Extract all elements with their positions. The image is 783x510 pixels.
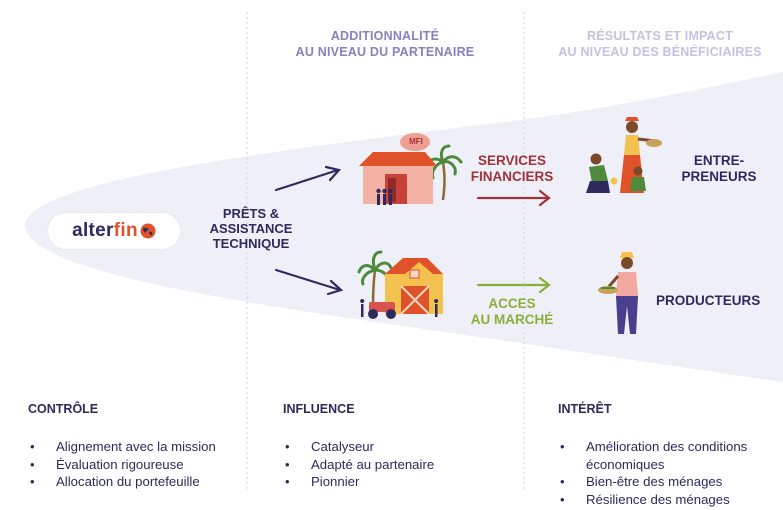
producer-illustration (598, 252, 638, 334)
services-line2: FINANCIERS (470, 169, 554, 184)
cooperative-barn-illustration (357, 250, 443, 319)
logo-text-fin: fin (113, 220, 138, 241)
market-line2: AU MARCHÉ (470, 312, 554, 327)
market-line1: ACCES (488, 296, 536, 311)
partner-title-line1: ADDITIONNALITÉ (330, 29, 440, 43)
list-item: Catalyseur (283, 438, 503, 456)
loans-assistance-label: PRÊTS & ASSISTANCE TECHNIQUE (196, 206, 306, 251)
mfi-building-illustration (359, 133, 463, 205)
mfi-label: MFI (409, 137, 423, 146)
impact-column-title: RÉSULTATS ET IMPACT AU NIVEAU DES BÉNÉFI… (540, 28, 780, 60)
list-item: Allocation du portefeuille (28, 473, 248, 491)
entrepreneurs-label: ENTRE- PRENEURS (674, 153, 764, 185)
partner-column-title: ADDITIONNALITÉ AU NIVEAU DU PARTENAIRE (270, 28, 500, 60)
arrow-to-mfi (274, 165, 342, 192)
impact-band (24, 72, 783, 382)
interest-list: Amélioration des conditions économiques … (558, 438, 783, 508)
entrepreneurs-line1: ENTRE- (693, 153, 745, 168)
entrepreneurs-illustration (586, 117, 662, 193)
list-item: Évaluation rigoureuse (28, 456, 248, 474)
list-item: Pionnier (283, 473, 503, 491)
control-list: Alignement avec la mission Évaluation ri… (28, 438, 248, 491)
list-item: Alignement avec la mission (28, 438, 248, 456)
producers-label: PRODUCTEURS (656, 293, 761, 308)
loans-label-line1: PRÊTS & (222, 206, 280, 221)
financial-services-label: SERVICES FINANCIERS (452, 153, 572, 185)
list-item: Résilience des ménages (558, 491, 783, 509)
loans-label-line2: ASSISTANCE (209, 221, 293, 236)
market-access-label: ACCES AU MARCHÉ (452, 296, 572, 328)
impact-title-line1: RÉSULTATS ET IMPACT (587, 29, 733, 43)
services-line1: SERVICES (477, 153, 547, 168)
list-item: Adapté au partenaire (283, 456, 503, 474)
impact-title-line2: AU NIVEAU DES BÉNÉFICIAIRES (558, 45, 762, 59)
section-title-influence: INFLUENCE (283, 402, 355, 416)
section-title-control: CONTRÔLE (28, 402, 99, 416)
list-item: Bien-être des ménages (558, 473, 783, 491)
logo-text-alter: alter (72, 220, 114, 241)
arrow-to-cooperative (274, 268, 344, 296)
arrow-market (476, 276, 551, 294)
influence-list: Catalyseur Adapté au partenaire Pionnier (283, 438, 503, 491)
palm-tree-icon (441, 161, 446, 201)
entrepreneurs-line2: PRENEURS (681, 169, 757, 184)
list-item: Amélioration des conditions économiques (558, 438, 783, 473)
arrow-services (476, 189, 551, 207)
partner-title-line2: AU NIVEAU DU PARTENAIRE (295, 45, 475, 59)
globe-icon (140, 223, 156, 239)
loans-label-line3: TECHNIQUE (212, 236, 290, 251)
section-title-interest: INTÉRÊT (558, 402, 612, 416)
